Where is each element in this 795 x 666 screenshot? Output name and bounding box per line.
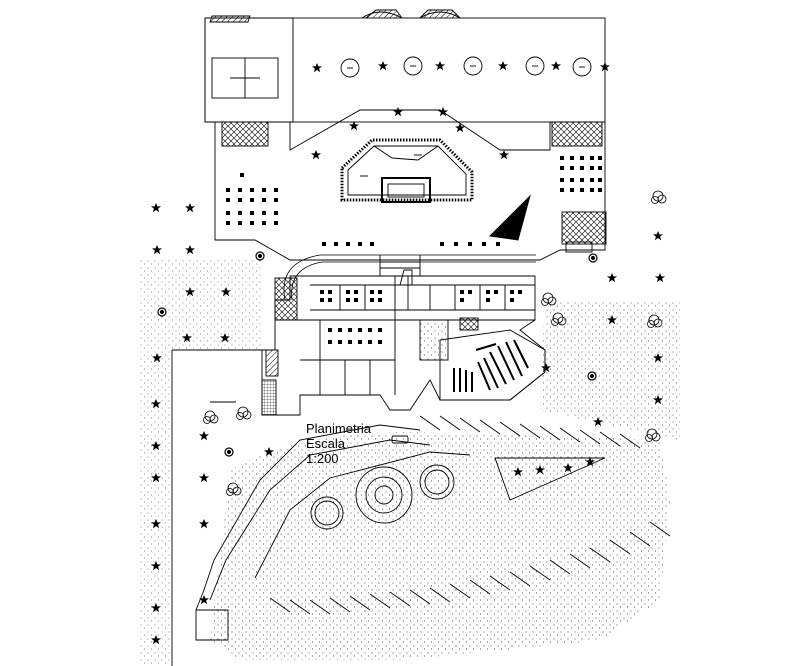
seating-grid-left bbox=[226, 173, 278, 225]
auditorium-rows bbox=[453, 339, 529, 392]
fountains bbox=[310, 464, 455, 530]
upper-terrace bbox=[204, 9, 606, 123]
terrace-planters bbox=[340, 56, 592, 78]
drawing-title-block: Planimetria Escala 1:200 bbox=[306, 421, 371, 466]
drawing-scale-value: 1:200 bbox=[306, 451, 339, 466]
car-icon bbox=[391, 435, 409, 444]
pool-courtyard bbox=[214, 109, 607, 261]
courtyard-trees bbox=[311, 107, 509, 160]
drawing-scale-label: Escala bbox=[306, 436, 346, 451]
north-arrow-icon bbox=[489, 194, 531, 241]
lower-ground-stipple bbox=[210, 431, 670, 660]
west-ground-stipple bbox=[140, 260, 262, 666]
upper-ground-stipple bbox=[540, 300, 680, 440]
seating-row-bottom bbox=[322, 242, 500, 246]
drawing-title: Planimetria bbox=[306, 421, 372, 436]
site-dot-trees bbox=[157, 251, 598, 457]
main-building bbox=[261, 254, 546, 416]
seating-grid-right bbox=[560, 156, 602, 192]
